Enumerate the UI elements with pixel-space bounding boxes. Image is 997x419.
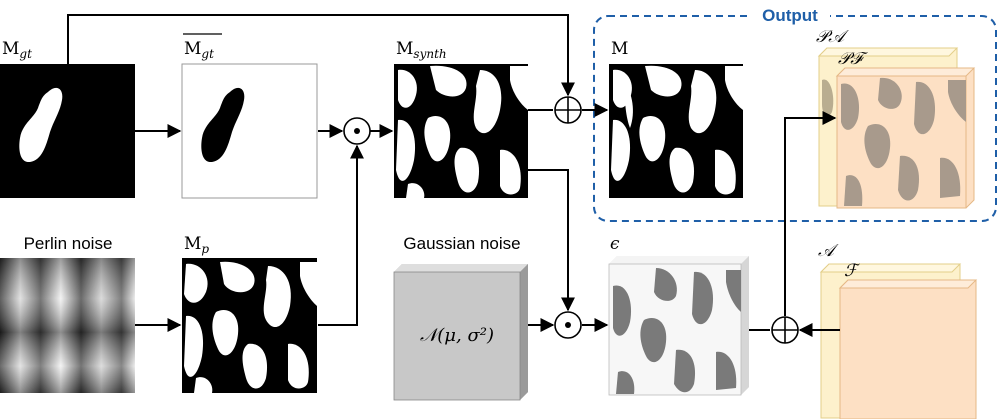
- m-output-image: [609, 64, 743, 198]
- gaussian-noise-label: Gaussian noise: [403, 234, 520, 253]
- pa-label: 𝒫𝒜: [816, 27, 849, 47]
- multiply-operator-top: [343, 117, 371, 145]
- output-label: Output: [762, 6, 818, 25]
- f-label: ℱ: [844, 261, 861, 281]
- add-operator-top: [554, 96, 582, 124]
- multiply-operator-bottom: [554, 311, 582, 339]
- pa-pf-stack: [817, 47, 976, 209]
- m-gt-label: Mgt: [2, 39, 32, 61]
- connectors: [67, 14, 840, 337]
- m-p-image: [182, 258, 317, 393]
- gaussian-noise-box: [393, 264, 528, 401]
- m-output-label: M: [611, 39, 628, 59]
- perlin-noise-image: [0, 258, 135, 393]
- a-label: 𝒜: [818, 241, 839, 261]
- m-synth-image: [394, 64, 528, 198]
- gaussian-formula: 𝒩(μ, σ²): [420, 325, 494, 346]
- pf-label: 𝒫ℱ: [838, 49, 868, 69]
- a-f-stack: [819, 263, 978, 419]
- perlin-noise-label: Perlin noise: [24, 234, 113, 253]
- m-synth-label: Msynth: [396, 39, 447, 61]
- m-gt-bar-label: Mgt: [184, 39, 214, 61]
- epsilon-box: [608, 256, 749, 396]
- epsilon-label: ϵ: [610, 234, 620, 254]
- add-operator-bottom: [771, 316, 799, 344]
- m-p-label: Mp: [184, 234, 209, 256]
- m-gt-bar-image: [181, 63, 318, 199]
- m-gt-image: [0, 64, 135, 198]
